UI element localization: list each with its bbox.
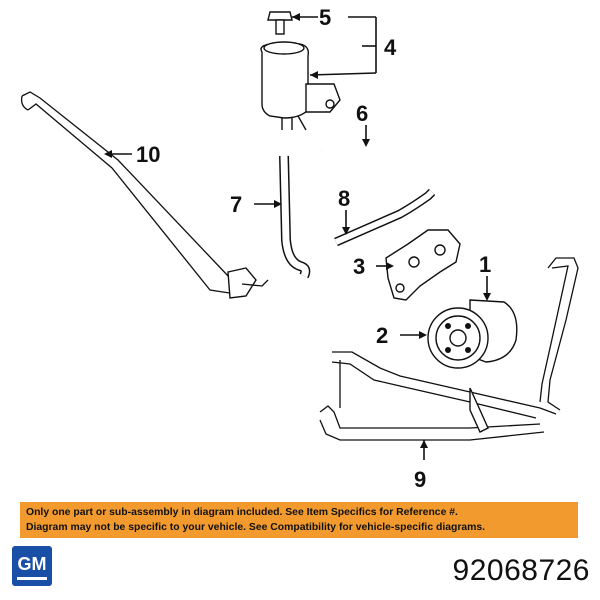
pressure-hose-left — [20, 91, 269, 299]
callout-8: 8 — [338, 186, 350, 211]
reservoir-cap — [267, 11, 293, 35]
disclaimer-banner: Only one part or sub-assembly in diagram… — [20, 502, 578, 538]
parts-diagram: 5 4 6 10 7 8 1 3 2 9 — [20, 5, 579, 492]
gm-logo-text: GM — [17, 553, 47, 580]
callout-4: 4 — [384, 35, 397, 60]
callout-6: 6 — [356, 101, 368, 126]
callout-1: 1 — [479, 252, 491, 277]
callout-10: 10 — [136, 142, 160, 167]
disclaimer-line-1: Only one part or sub-assembly in diagram… — [26, 507, 458, 518]
callout-3: 3 — [353, 254, 365, 279]
part-number: 92068726 — [452, 554, 590, 587]
power-steering-pump — [427, 299, 518, 369]
callout-5: 5 — [319, 5, 331, 30]
pump-bracket — [385, 229, 461, 301]
callout-9: 9 — [414, 467, 426, 492]
return-hose-assembly — [319, 351, 557, 441]
gm-logo: GM — [12, 546, 52, 586]
callout-7: 7 — [230, 192, 242, 217]
reservoir — [260, 41, 341, 131]
callout-2: 2 — [376, 323, 388, 348]
disclaimer-line-2: Diagram may not be specific to your vehi… — [26, 522, 486, 533]
